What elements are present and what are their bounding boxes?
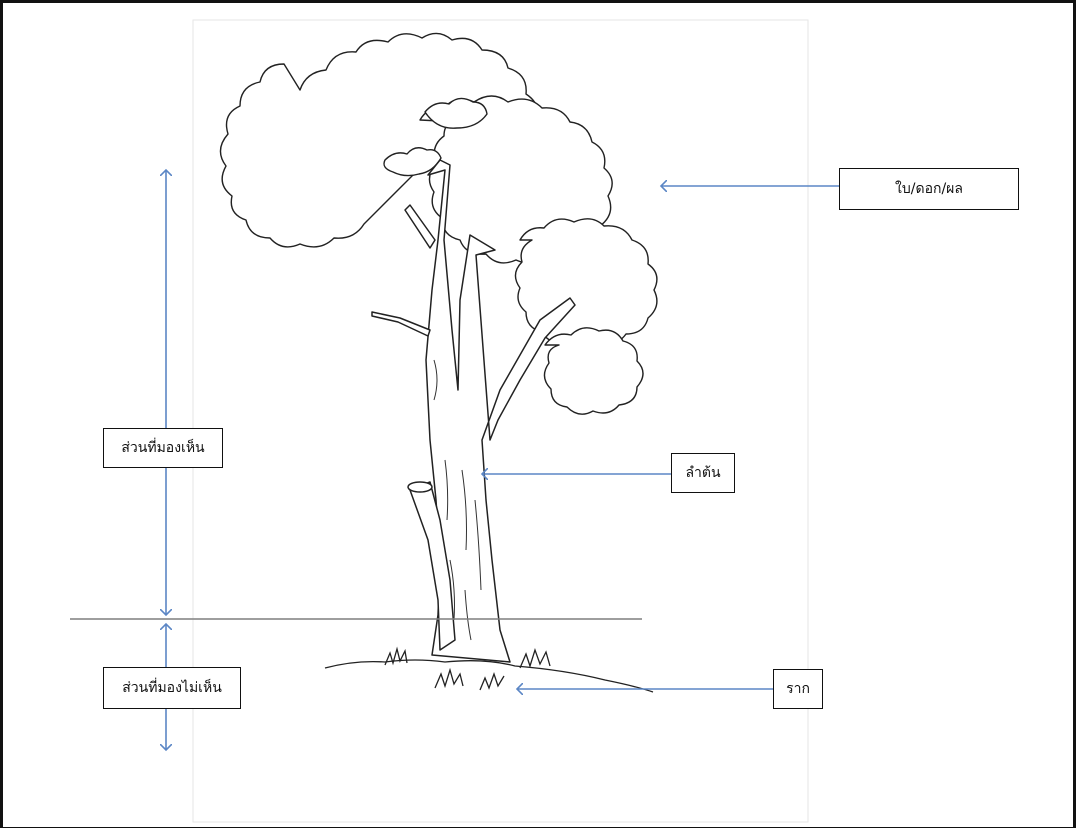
crown-cluster-small [543,327,644,415]
stump-top [407,481,433,493]
label-trunk: ลำต้น [671,453,735,493]
crown-cluster-top-tuft [424,97,488,129]
crown-cluster-left [219,32,539,248]
tree-trunk-group [371,159,576,663]
grass-tuft-4 [519,647,551,669]
label-hidden-part: ส่วนที่มองไม่เห็น [103,667,241,709]
grass-tuft-2 [434,667,464,689]
label-leaves-flowers-fruits: ใบ/ดอก/ผล [839,168,1019,210]
grass-tuft-1 [384,646,408,666]
crown-cluster-tuft [383,147,442,177]
ground-and-grass [324,646,654,693]
main-trunk [425,159,576,663]
broken-trunk-stump [409,481,456,651]
label-roots: ราก [773,669,823,709]
bark-texture [433,359,482,641]
label-visible-part: ส่วนที่มองเห็น [103,428,223,468]
ground-outline [324,659,654,693]
grass-tuft-3 [479,672,505,691]
tree-crown [219,32,658,415]
left-branch [404,204,436,249]
twig [371,311,431,337]
